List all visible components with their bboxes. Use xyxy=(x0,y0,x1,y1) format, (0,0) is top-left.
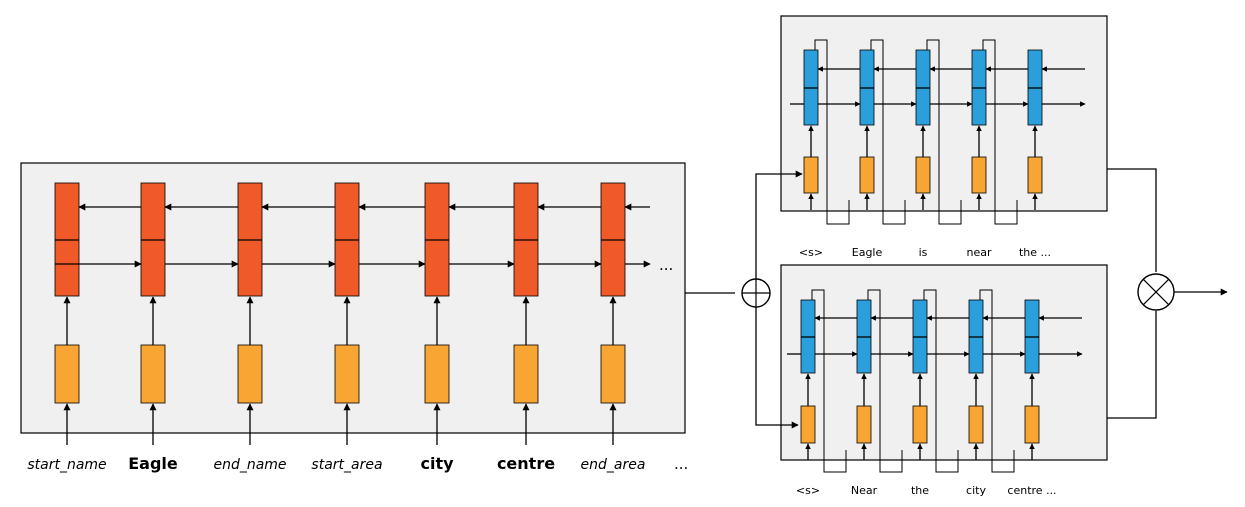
encoder-input-label: end_name xyxy=(213,457,286,473)
encoder-input-label: centre xyxy=(497,454,555,473)
encoder-output-ellipsis: ... xyxy=(659,256,673,274)
decoder-input-label: <s> xyxy=(796,484,820,497)
connections xyxy=(685,168,1228,429)
decoder-input-label: is xyxy=(919,246,928,259)
decoder-input-label: centre ... xyxy=(1007,484,1056,497)
encoder-embedding xyxy=(424,344,450,404)
decoder-embedding xyxy=(1027,156,1043,194)
decoder-embedding xyxy=(859,156,875,194)
decoder-feedback-loop xyxy=(979,289,1015,473)
decoder-feedback-loop xyxy=(923,289,959,473)
decoder-feedback-loop xyxy=(982,39,1018,225)
decoder-embedding xyxy=(912,405,928,444)
decoder-embedding xyxy=(915,156,931,194)
decoder-top: <s> Eagle is near the ... xyxy=(790,39,1086,259)
encoder-embedding xyxy=(237,344,263,404)
decoder-embedding xyxy=(968,405,984,444)
decoder-embedding xyxy=(800,405,816,444)
decoder-top-panel xyxy=(780,15,1108,212)
decoder-embedding xyxy=(1024,405,1040,444)
decoder-bottom: <s> Near the city centre ... xyxy=(787,289,1083,497)
decoder-input-label: Eagle xyxy=(852,246,883,259)
decoder-embedding xyxy=(971,156,987,194)
encoder-embedding xyxy=(600,344,626,404)
encoder-input-label: end_area xyxy=(581,457,646,473)
concat-plus-icon xyxy=(741,278,771,308)
decoder-input-label: near xyxy=(966,246,991,259)
decoder-feedback-loop xyxy=(926,39,962,225)
encoder-embedding xyxy=(140,344,166,404)
decoder-embedding xyxy=(856,405,872,444)
encoder-embedding xyxy=(513,344,539,404)
decoder-feedback-loop xyxy=(814,39,850,225)
decoder-input-label: <s> xyxy=(799,246,823,259)
decoder-feedback-loop xyxy=(870,39,906,225)
encoder-embedding xyxy=(54,344,80,404)
encoder-input-label: Eagle xyxy=(128,454,178,473)
combine-times-icon xyxy=(1137,273,1175,311)
decoder-input-label: Near xyxy=(851,484,878,497)
encoder-input-label: city xyxy=(420,454,454,473)
encoder-input-ellipsis: ... xyxy=(674,455,688,473)
decoder-feedback-loop xyxy=(811,289,847,473)
decoder-feedback-loop xyxy=(867,289,903,473)
encoder-input-label: start_area xyxy=(311,457,382,473)
decoder-input-label: the xyxy=(911,484,929,497)
decoder-bottom-panel xyxy=(780,264,1108,461)
decoder-input-label: the ... xyxy=(1019,246,1051,259)
encoder-embedding xyxy=(334,344,360,404)
encoder: start_name Eagle end_name start_area city cen… xyxy=(27,182,651,473)
encoder-input-label: start_name xyxy=(27,457,106,473)
decoder-input-label: city xyxy=(966,484,986,497)
decoder-embedding xyxy=(803,156,819,194)
